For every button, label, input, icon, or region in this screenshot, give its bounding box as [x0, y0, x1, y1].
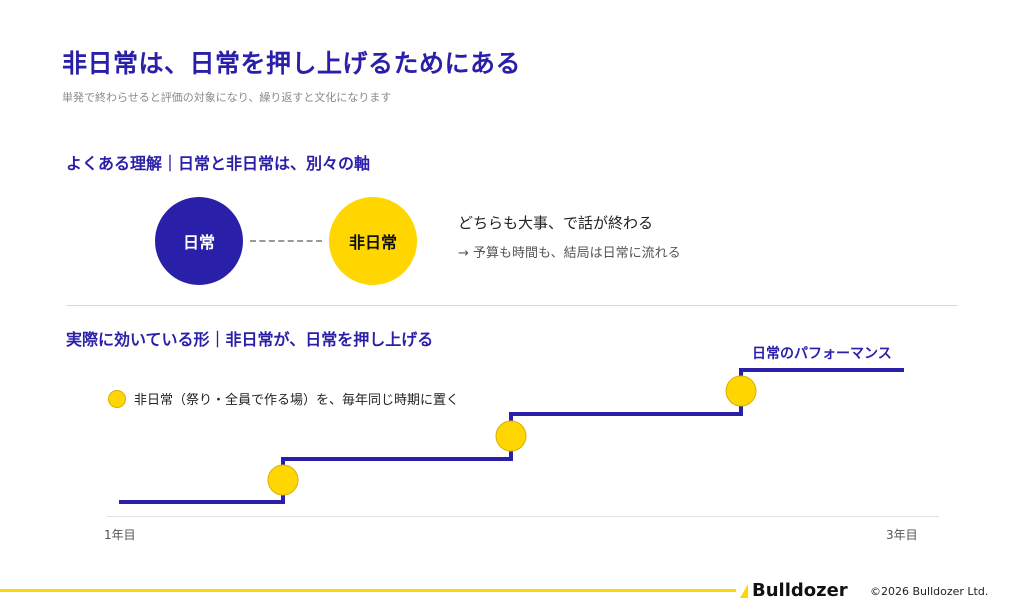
daily-circle: 日常 [155, 197, 243, 285]
copyright: ©2026 Bulldozer Ltd. [870, 585, 989, 598]
axis-label-start: 1年目 [104, 528, 136, 542]
brand-name: Bulldozer [752, 580, 848, 601]
timeline-baseline [107, 516, 939, 517]
daily-circle-label: 日常 [182, 233, 215, 252]
budget-flows-text: → 予算も時間も、結局は日常に流れる [458, 246, 681, 261]
event-marker-1 [267, 464, 299, 496]
performance-label: 日常のパフォーマンス [752, 346, 892, 362]
page-title: 非日常は、日常を押し上げるためにある [62, 49, 522, 78]
nondaily-circle-label: 非日常 [348, 233, 397, 252]
axis-label-end: 3年目 [886, 528, 918, 542]
page-subtitle: 単発で終わらせると評価の対象になり、繰り返すと文化になります [62, 91, 392, 104]
legend-label: 非日常（祭り・全員で作る場）を、毎年同じ時期に置く [134, 393, 460, 408]
section-heading-effective-form: 実際に効いている形｜非日常が、日常を押し上げる [66, 330, 434, 349]
both-important-text: どちらも大事、で話が終わる [458, 214, 654, 232]
legend: 非日常（祭り・全員で作る場）を、毎年同じ時期に置く [108, 389, 459, 408]
footer-accent-line [0, 589, 736, 592]
event-marker-3 [725, 375, 757, 407]
section-heading-common-understanding: よくある理解｜日常と非日常は、別々の軸 [66, 154, 371, 173]
dashed-connector [250, 240, 322, 242]
legend-dot-icon [108, 389, 126, 408]
brand-logo: Bulldozer [740, 580, 848, 601]
section-divider [66, 305, 958, 306]
nondaily-circle: 非日常 [329, 197, 417, 285]
brand-mark-icon [740, 583, 748, 598]
event-marker-2 [495, 420, 527, 452]
